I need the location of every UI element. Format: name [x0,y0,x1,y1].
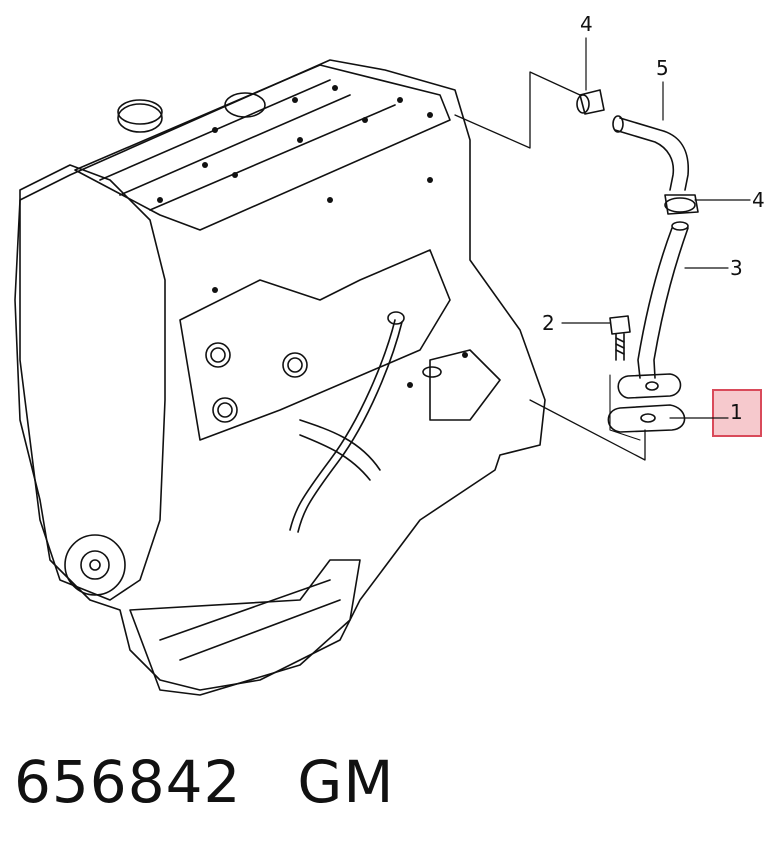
callout-1[interactable]: 1 [730,400,743,424]
callout-3[interactable]: 3 [730,256,743,280]
part-number: 656842 [14,748,242,816]
engine-block-outline [14,59,546,691]
engine-exploded-diagram [14,37,751,696]
dipstick-tube [289,319,396,531]
brand-name: GM [297,748,395,816]
part-caption: 656842 GM [14,748,394,816]
oil-pan [129,559,361,696]
callout-4-top[interactable]: 4 [580,12,593,36]
valve-cover-bolts [157,85,468,388]
clamp-4-top [579,89,605,115]
tube-3 [637,227,689,379]
callout-4-right[interactable]: 4 [752,188,765,212]
highlight-box-part-1[interactable] [712,389,762,437]
hose-5 [614,117,689,191]
callout-2[interactable]: 2 [542,311,555,335]
timing-cover [19,164,166,601]
callout-5[interactable]: 5 [656,56,669,80]
bolt-2 [609,315,631,335]
crank-pulley [64,534,126,596]
oil-filler-cap [117,103,163,133]
valve-cover [74,64,451,231]
